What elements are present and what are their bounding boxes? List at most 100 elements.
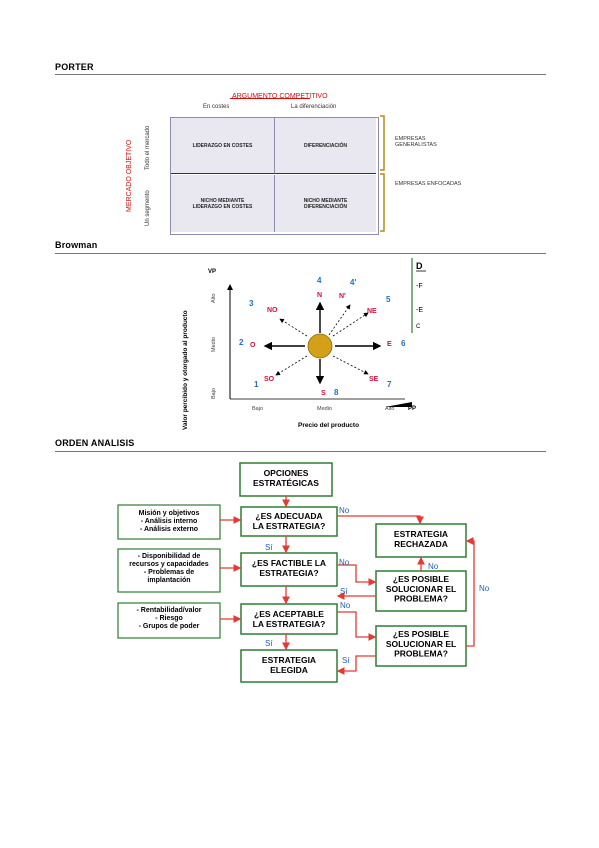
porter-generalistas: EMPRESAS GENERALISTAS bbox=[395, 136, 437, 149]
dir-s: S bbox=[321, 390, 326, 397]
text-line: ESTRATEGIA bbox=[262, 655, 316, 665]
num-1: 1 bbox=[254, 380, 259, 389]
box-opciones bbox=[239, 462, 333, 497]
text-line: - Análisis externo bbox=[140, 526, 198, 533]
text-line: ELEGIDA bbox=[270, 665, 308, 675]
label-si-2: Sí bbox=[340, 587, 348, 596]
arrow-q1-rechazada bbox=[337, 515, 424, 525]
input-2 bbox=[117, 548, 221, 593]
dir-n-prime: N' bbox=[339, 293, 346, 300]
text-line: PROBLEMA? bbox=[394, 649, 448, 659]
section-title-porter: PORTER bbox=[55, 62, 94, 72]
text-line: ¿ES POSIBLE bbox=[393, 574, 450, 584]
dir-so: SO bbox=[264, 376, 275, 383]
section-title-orden: ORDEN ANALISIS bbox=[55, 438, 135, 448]
browman-y-tick-alto: Alto bbox=[211, 294, 217, 303]
arrow-posible2-rechazada bbox=[465, 537, 475, 647]
text-input-3: - Rentabilidad/valor- Riesgo- Grupos de … bbox=[137, 607, 202, 630]
text-line: ¿ES ACEPTABLE bbox=[254, 609, 324, 619]
num-7: 7 bbox=[387, 380, 392, 389]
legend-item-2: -E bbox=[416, 307, 423, 314]
input-1 bbox=[117, 504, 221, 540]
label-no-3: No bbox=[340, 601, 351, 610]
arrow-q2-posible1 bbox=[337, 564, 377, 586]
text-line: PROBLEMA? bbox=[394, 594, 448, 604]
browman-diagram: VP PP Valor percibido y otorgado al prod… bbox=[182, 258, 426, 430]
dir-e: E bbox=[387, 341, 392, 348]
arrow-so bbox=[275, 355, 308, 376]
porter-mercado-label: MERCADO OBJETIVO bbox=[126, 139, 133, 212]
label-si-4: Sí bbox=[342, 656, 350, 665]
box-rechazada bbox=[375, 523, 467, 558]
center-sun bbox=[307, 333, 333, 359]
browman-x-arrow bbox=[385, 402, 412, 407]
box-posible-2 bbox=[375, 625, 467, 667]
num-5: 5 bbox=[386, 295, 391, 304]
section-title-browman: Browman bbox=[55, 240, 98, 250]
arrow-q3-posible2 bbox=[337, 611, 377, 641]
porter-argumento-label: ARGUMENTO COMPETITIVO bbox=[232, 93, 328, 100]
dir-n: N bbox=[317, 292, 322, 299]
porter-cell-nicho-costes: NICHO MEDIANTE LIDERAZGO EN COSTES bbox=[171, 175, 275, 232]
browman-vp: VP bbox=[208, 269, 216, 275]
label-no-5: No bbox=[479, 584, 490, 593]
text-line: SOLUCIONAR EL bbox=[386, 584, 456, 594]
text-line: OPCIONES bbox=[264, 468, 309, 478]
num-4: 4 bbox=[317, 276, 322, 285]
porter-cell-diferenciacion: DIFERENCIACIÓN bbox=[275, 118, 376, 174]
legend-item-3: C bbox=[416, 324, 421, 330]
text-line: recursos y capacidades bbox=[129, 561, 208, 568]
input-3 bbox=[117, 602, 221, 639]
box-q2 bbox=[240, 552, 338, 587]
num-8: 8 bbox=[334, 388, 339, 397]
text-line: ¿ES POSIBLE bbox=[393, 629, 450, 639]
label-no-4: No bbox=[428, 562, 439, 571]
section-divider bbox=[55, 451, 546, 452]
porter-row-segmento: Un segmento bbox=[145, 190, 151, 226]
arrow-n-prime bbox=[328, 304, 351, 336]
dir-no: NO bbox=[267, 307, 278, 314]
text-line: SOLUCIONAR EL bbox=[386, 639, 456, 649]
porter-col-costes: En costes bbox=[203, 104, 230, 110]
browman-x-tick-medio: Medio bbox=[317, 406, 332, 412]
section-divider bbox=[55, 253, 546, 254]
label-no-2: No bbox=[339, 558, 350, 567]
dir-se: SE bbox=[369, 376, 379, 383]
label-si-3: Sí bbox=[265, 639, 273, 648]
text-line: ESTRATEGIA bbox=[394, 529, 448, 539]
label-si-1: Sí bbox=[265, 543, 273, 552]
dir-o: O bbox=[250, 342, 256, 349]
text-line: - Análisis interno bbox=[141, 518, 198, 525]
browman-x-title: Precio del producto bbox=[298, 422, 359, 429]
arrow-se bbox=[332, 355, 369, 375]
legend-heading: D bbox=[416, 261, 423, 271]
dir-ne: NE bbox=[367, 308, 377, 315]
porter-braces bbox=[380, 115, 385, 232]
arrow-no bbox=[279, 318, 308, 337]
porter-cell-liderazgo: LIDERAZGO EN COSTES bbox=[171, 118, 275, 174]
browman-pp: PP bbox=[408, 406, 416, 412]
browman-y-tick-bajo: Bajo bbox=[211, 388, 217, 399]
text-line: ¿ES ADECUADA bbox=[255, 511, 322, 521]
num-4-prime: 4' bbox=[350, 278, 356, 287]
legend-item-1: -F bbox=[416, 283, 423, 290]
text-line: Misión y objetivos bbox=[139, 510, 200, 517]
browman-y-tick-medio: Medio bbox=[211, 337, 217, 352]
box-posible-1 bbox=[375, 570, 467, 612]
porter-argumento-underline bbox=[230, 98, 310, 99]
porter-col-diferenciacion: La diferenciación bbox=[291, 104, 337, 110]
num-2: 2 bbox=[239, 338, 244, 347]
num-6: 6 bbox=[401, 339, 406, 348]
text-line: RECHAZADA bbox=[394, 539, 448, 549]
text-line: - Disponibilidad de bbox=[138, 553, 201, 560]
num-3: 3 bbox=[249, 299, 254, 308]
browman-x-tick-alto: Alto bbox=[385, 406, 394, 412]
browman-y-title: Valor percibido y otorgado al producto bbox=[182, 310, 189, 430]
porter-row-todo: Todo el mercado bbox=[145, 125, 151, 170]
